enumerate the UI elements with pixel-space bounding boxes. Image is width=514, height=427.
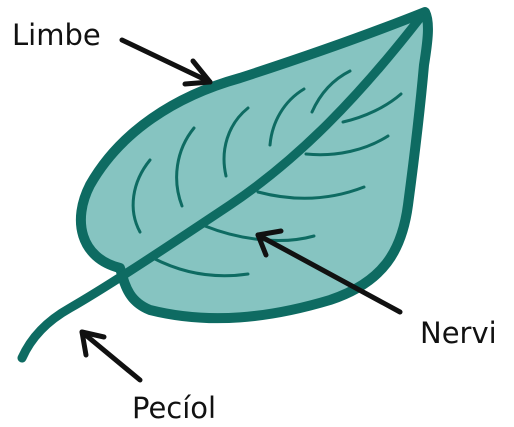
- arrow-limbe: [122, 40, 210, 84]
- leaf: [22, 12, 428, 358]
- arrow-peciol: [82, 332, 140, 380]
- label-nervi: Nervi: [420, 316, 497, 350]
- label-limbe: Limbe: [12, 18, 101, 52]
- label-peciol: Pecíol: [132, 391, 216, 425]
